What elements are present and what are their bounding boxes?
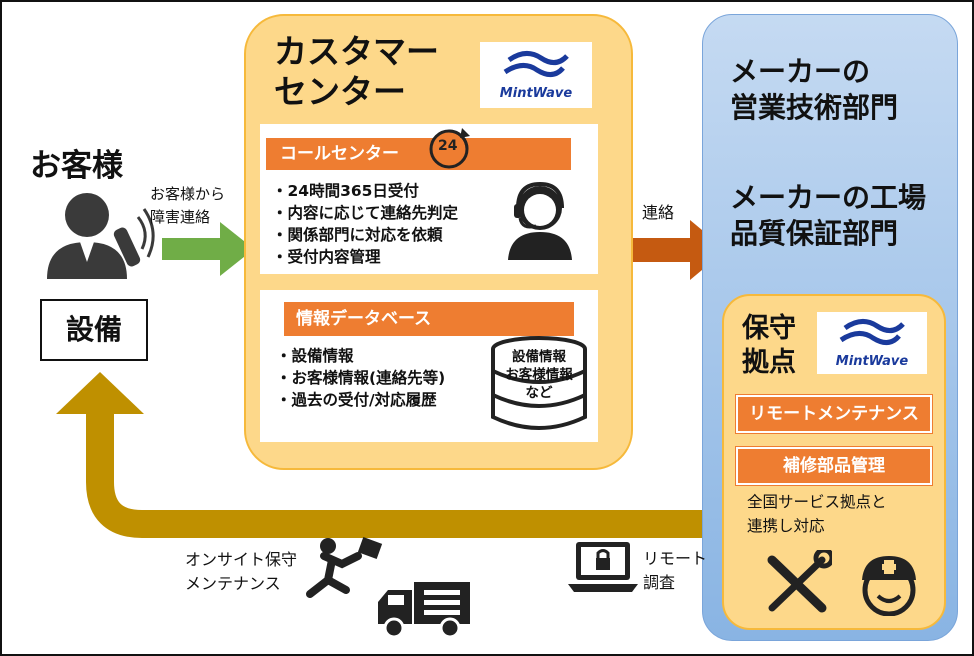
onsite-label: オンサイト保守 メンテナンス [185, 548, 297, 596]
call-center-list: ・24時間365日受付 ・内容に応じて連絡先判定 ・関係部門に対応を依頼 ・受付… [272, 180, 458, 268]
remote-maintenance-box: リモートメンテナンス [735, 394, 933, 434]
24h-badge: 24 [438, 138, 458, 154]
db-item-2: ・お客様情報(連絡先等) [276, 369, 446, 387]
hoshu-logo: MintWave [817, 312, 927, 374]
report-label-2: 障害連絡 [150, 208, 211, 226]
cylinder-line-3: など [525, 385, 553, 401]
report-label-1: お客様から [150, 185, 226, 203]
call-item-1: ・24時間365日受付 [272, 182, 419, 200]
hoshu-title-2: 拠点 [742, 347, 796, 378]
tools-icon [767, 550, 832, 613]
worker-helmet-icon [862, 556, 916, 616]
remote-line-1: リモート [643, 549, 708, 568]
maker-sales: メーカーの 営業技術部門 [730, 54, 898, 126]
running-technician-icon [306, 537, 383, 598]
maker-sales-1: メーカーの [730, 55, 871, 88]
call-item-4: ・受付内容管理 [272, 248, 381, 266]
hoshu-note-1: 全国サービス拠点と [747, 493, 887, 511]
hoshu-title: 保守 拠点 [742, 312, 796, 380]
mintwave-logo-icon [503, 51, 569, 77]
db-item-3: ・過去の受付/対応履歴 [276, 391, 437, 409]
truck-icon [378, 582, 470, 639]
mintwave-logo-icon-2 [839, 319, 905, 345]
cylinder-text: 設備情報 お客様情報 など [488, 348, 590, 402]
remote-line-2: 調査 [643, 573, 676, 592]
call-item-2: ・内容に応じて連絡先判定 [272, 204, 459, 222]
hoshu-note: 全国サービス拠点と 連携し対応 [747, 490, 887, 538]
cylinder-line-2: お客様情報 [505, 367, 573, 383]
call-item-3: ・関係部門に対応を依頼 [272, 226, 443, 244]
center-logo: MintWave [480, 42, 592, 108]
24h-icon [429, 128, 470, 169]
laptop-lock-icon [568, 542, 638, 592]
center-title-2: センター [274, 72, 406, 111]
database-header: 情報データベース [284, 302, 574, 336]
maker-sales-2: 営業技術部門 [730, 91, 899, 124]
customer-phone-icon [47, 193, 155, 279]
cylinder-line-1: 設備情報 [512, 349, 566, 365]
db-item-1: ・設備情報 [276, 347, 354, 365]
center-title-1: カスタマー [274, 32, 439, 71]
maker-factory: メーカーの工場 品質保証部門 [730, 180, 926, 252]
maker-factory-1: メーカーの工場 [730, 181, 927, 214]
center-logo-text: MintWave [499, 86, 573, 101]
database-cylinder-icon [491, 336, 587, 430]
call-center-header: コールセンター [266, 138, 571, 170]
spare-parts-box: 補修部品管理 [735, 446, 933, 486]
hoshu-note-2: 連携し対応 [747, 517, 825, 535]
maker-factory-2: 品質保証部門 [730, 217, 899, 250]
onsite-line-2: メンテナンス [185, 574, 281, 593]
contact-label: 連絡 [642, 203, 675, 222]
operator-icon [508, 181, 572, 260]
equipment-box: 設備 [40, 299, 148, 361]
hoshu-logo-text: MintWave [835, 354, 909, 369]
database-list: ・設備情報 ・お客様情報(連絡先等) ・過去の受付/対応履歴 [276, 345, 445, 411]
remote-label: リモート 調査 [643, 547, 707, 595]
hoshu-title-1: 保守 [742, 313, 796, 344]
onsite-line-1: オンサイト保守 [185, 550, 298, 569]
customer-title: お客様 [30, 148, 123, 184]
